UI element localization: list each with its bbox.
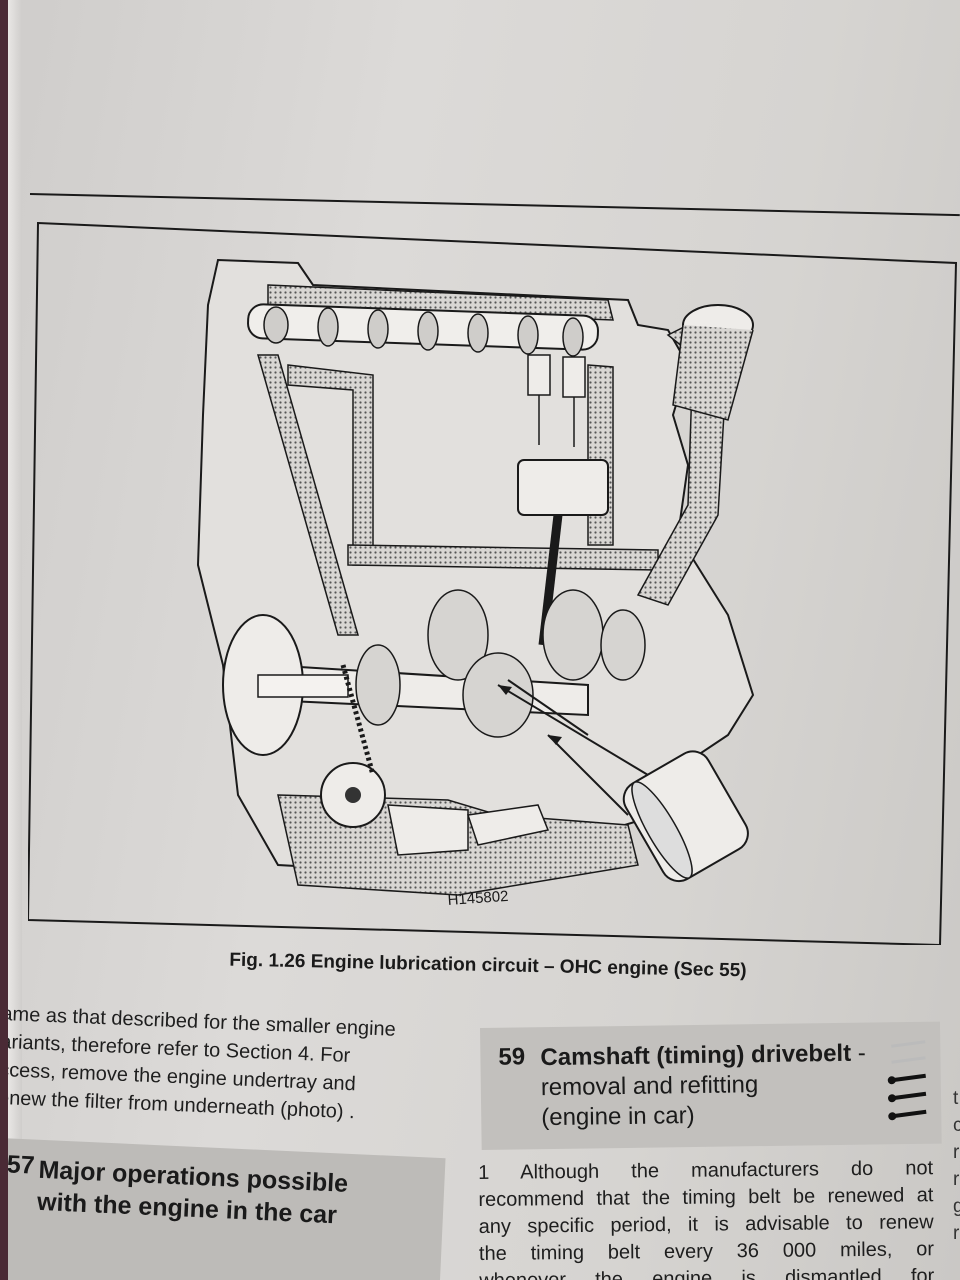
oil-filter [622, 750, 749, 883]
figure-engine-lubrication: H145802 [28, 215, 958, 945]
section-number: 57 [8, 1150, 36, 1180]
title-line: removal and refitting [540, 1071, 759, 1102]
edge-letter: t [953, 1088, 959, 1109]
manual-page: H145802 Fig. 1.26 Engine lubrication cir… [8, 0, 960, 1280]
oil-riser [587, 364, 614, 546]
piston [517, 459, 609, 516]
section-number: 59 [498, 1043, 526, 1071]
section-title: Camshaft (timing) drivebelt - removal an… [540, 1039, 867, 1134]
page-gutter [8, 0, 22, 1280]
main-oil-gallery [347, 544, 659, 571]
title-line: (engine in car) [541, 1102, 695, 1132]
edge-letter: r [953, 1169, 960, 1190]
valve-gear [527, 354, 586, 447]
figure-caption: Fig. 1.26 Engine lubrication circuit – O… [229, 949, 747, 982]
spanner-rating-icon [887, 1040, 927, 1121]
section-title: Major operations possible with the engin… [36, 1154, 349, 1232]
head-oil-gallery [267, 284, 614, 321]
oil-drilling-left [257, 354, 359, 636]
oil-flow-arrows [497, 679, 649, 816]
edge-letter: g [953, 1196, 960, 1217]
header-rule [29, 193, 960, 217]
oil-pump-chain [340, 664, 376, 776]
title-dash: - [850, 1039, 866, 1067]
next-column-edge: t c r r g r [953, 1085, 960, 1247]
section-59-heading: 59 Camshaft (timing) drivebelt - removal… [480, 1021, 942, 1150]
drawing-code: H145802 [447, 888, 509, 909]
title-bold: Camshaft (timing) drivebelt [540, 1039, 852, 1072]
edge-letter: c [953, 1115, 960, 1136]
oil-pickup [467, 804, 550, 846]
section-57-heading: 57 Major operations possible with the en… [8, 1138, 446, 1280]
edge-letter: r [953, 1142, 960, 1163]
edge-letter: r [953, 1223, 960, 1244]
right-paragraph: 1 Although the manufacturers do not reco… [478, 1155, 934, 1280]
engine-diagram: H145802 [28, 221, 958, 945]
oil-pump [387, 804, 469, 856]
left-paragraph: ame as that described for the smaller en… [8, 1000, 454, 1130]
figure-border [28, 221, 958, 945]
